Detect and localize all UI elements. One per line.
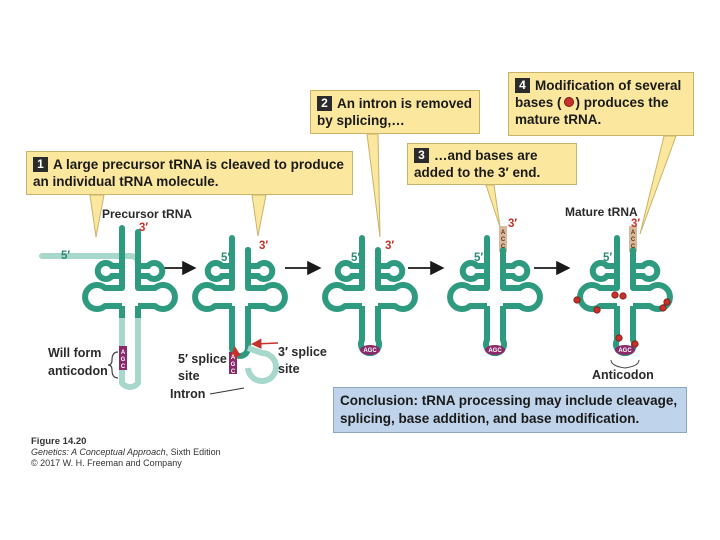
anticodon-bracket	[107, 351, 119, 379]
label-precursor-trna: Precursor tRNA	[102, 207, 193, 221]
conclusion-box: Conclusion: tRNA processing may include …	[333, 387, 687, 433]
step-number-3: 3	[414, 148, 429, 163]
anticodon-segment	[229, 352, 237, 374]
callout-step-1-text: A large precursor tRNA is cleaved to pro…	[33, 157, 344, 189]
label-3-splice: 3′ splice	[278, 345, 327, 359]
pointer-step-4	[639, 135, 677, 235]
label-anticodon-word: anticodon	[48, 364, 108, 378]
label-mature-trna: Mature tRNA	[565, 205, 638, 219]
step-number-1: 1	[33, 157, 48, 172]
pointer-step-3	[485, 184, 501, 228]
trna-precursor	[39, 225, 175, 390]
label-3prime-3: 3′	[385, 240, 395, 252]
intron-leader-line	[209, 387, 245, 395]
label-5prime-4: 5′	[474, 252, 484, 264]
pointer-step-1a	[89, 194, 105, 238]
label-3prime-1: 3′	[139, 222, 149, 234]
trna-spliced	[325, 235, 415, 357]
modified-bases	[573, 291, 671, 348]
label-3prime-4: 3′	[508, 218, 518, 230]
callout-step-3: 3…and bases are added to the 3′ end.	[407, 143, 577, 185]
callout-step-4-text-a: Modification of several bases (	[515, 78, 682, 110]
step-number-2: 2	[317, 96, 332, 111]
label-5prime-1: 5′	[61, 250, 71, 262]
anticodon-bases-4: AGC	[488, 348, 502, 354]
label-intron: Intron	[170, 387, 206, 401]
callout-step-3-text: …and bases are added to the 3′ end.	[414, 148, 541, 180]
callout-pointers	[89, 133, 677, 238]
pointer-step-1b	[251, 194, 267, 237]
label-3-splice-site: site	[278, 362, 300, 376]
acc-tail	[629, 226, 637, 252]
anticodon-loop	[360, 345, 380, 355]
label-3prime-2: 3′	[259, 240, 269, 252]
label-3prime-5: 3′	[631, 218, 641, 230]
intron-extension	[119, 318, 141, 390]
trna-acc-added	[450, 226, 540, 357]
step-number-4: 4	[515, 78, 530, 93]
splice5-arrow	[230, 346, 241, 361]
book-title: Genetics: A Conceptual Approach	[31, 447, 166, 457]
label-5-splice: 5′ splice	[178, 352, 227, 366]
pointer-step-2	[366, 133, 381, 238]
anticodon-bases-5: AGC	[618, 348, 632, 354]
book-edition: , Sixth Edition	[165, 447, 221, 457]
anticodon-loop	[485, 345, 505, 355]
callout-step-4-text-b: ) produces the mature tRNA.	[515, 95, 669, 127]
anticodon-loop	[615, 345, 635, 355]
figure-number: Figure 14.20	[31, 436, 87, 447]
modified-base-symbol	[563, 97, 574, 107]
label-5prime-5: 5′	[603, 252, 613, 264]
label-5prime-3: 5′	[351, 252, 361, 264]
anticodon-segment	[119, 346, 127, 370]
label-anticodon: Anticodon	[592, 368, 654, 382]
label-5prime-2: 5′	[221, 252, 231, 264]
acc-tail	[499, 226, 507, 252]
figure-caption: Figure 14.20 Genetics: A Conceptual Appr…	[31, 436, 221, 469]
callout-step-2-text: An intron is removed by splicing,…	[317, 96, 473, 128]
label-5-splice-site: site	[178, 369, 200, 383]
copyright: © 2017 W. H. Freeman and Company	[31, 458, 182, 468]
anticodon-bases-3: AGC	[363, 348, 377, 354]
intron-loop	[245, 345, 279, 384]
trna-mature	[573, 226, 671, 369]
splice3-arrow	[251, 338, 279, 349]
label-will-form: Will form	[48, 346, 102, 360]
anticodon-brace	[610, 359, 640, 369]
